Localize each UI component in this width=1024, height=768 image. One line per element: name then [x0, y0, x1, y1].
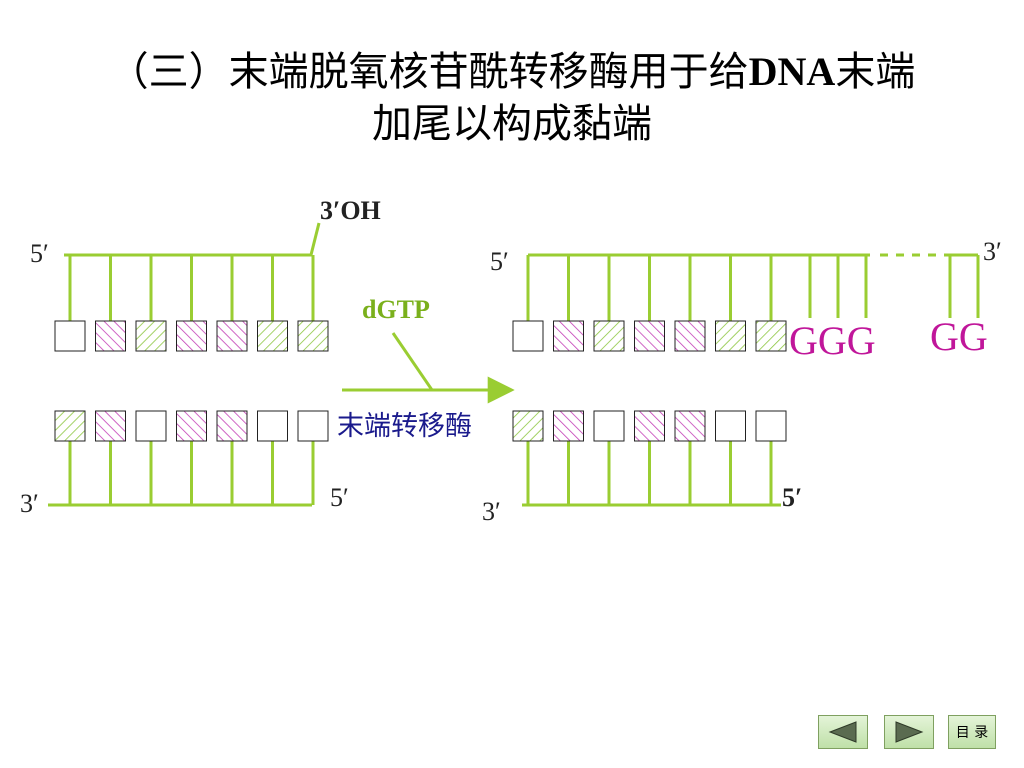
- left-bottom-base: [54, 410, 86, 442]
- right-bottom-base: [634, 410, 665, 442]
- right-top-base: [593, 320, 625, 352]
- left-bottom-5-label: 5′: [330, 483, 349, 512]
- right-top-base: [674, 320, 706, 352]
- left-top-base: [54, 320, 86, 352]
- right-top-base: [755, 320, 787, 352]
- triangle-left-icon: [828, 721, 857, 743]
- left-bottom-3-label: 3′: [20, 489, 39, 518]
- right-top-5-label: 5′: [490, 247, 509, 276]
- left-top-base: [176, 320, 207, 352]
- enzyme-label: 末端转移酶: [337, 411, 472, 442]
- left-top-base: [135, 320, 167, 352]
- strands-group: [48, 253, 980, 507]
- right-top-base: [512, 320, 544, 352]
- next-slide-button[interactable]: [884, 715, 934, 749]
- ggg-tail-label: GGG: [789, 318, 876, 363]
- dgtp-label: dGTP: [362, 295, 430, 324]
- dgtp-leader-line: [391, 332, 434, 391]
- table-of-contents-button[interactable]: 目 录: [948, 715, 996, 749]
- right-bottom-base: [512, 410, 544, 442]
- right-top-base: [553, 320, 584, 352]
- left-bottom-base: [297, 410, 329, 442]
- left-bottom-base: [95, 410, 126, 442]
- right-top-base: [715, 320, 746, 352]
- left-bottom-base: [135, 410, 167, 442]
- slide-title: （三）末端脱氧核苷酰转移酶用于给DNA末端 加尾以构成黏端: [0, 46, 1024, 150]
- left-top-base: [216, 320, 248, 352]
- right-bottom-base: [553, 410, 584, 442]
- prev-slide-button[interactable]: [818, 715, 868, 749]
- right-bottom-base: [715, 410, 746, 442]
- title-line-2: 加尾以构成黏端: [372, 101, 652, 147]
- left-top-base: [257, 320, 288, 352]
- right-bottom-5-label: 5′: [782, 483, 802, 512]
- left-bottom-base: [176, 410, 207, 442]
- gg-tail-label: GG: [930, 314, 988, 359]
- triangle-right-icon: [895, 721, 924, 743]
- left-top-base: [297, 320, 329, 352]
- right-bottom-base: [593, 410, 625, 442]
- right-bottom-3-label: 3′: [482, 497, 501, 526]
- left-top-base: [95, 320, 126, 352]
- left-top-5-label: 5′: [30, 239, 49, 268]
- left-bottom-base: [216, 410, 248, 442]
- oh-leader-line: [309, 222, 321, 256]
- right-top-base: [634, 320, 665, 352]
- right-bottom-base: [674, 410, 706, 442]
- left-3oh-label: 3′OH: [320, 196, 381, 225]
- title-line-1: （三）末端脱氧核苷酰转移酶用于给DNA末端: [108, 49, 916, 95]
- left-bottom-base: [257, 410, 288, 442]
- right-bottom-base: [755, 410, 787, 442]
- right-top-3-label: 3′: [983, 237, 1002, 266]
